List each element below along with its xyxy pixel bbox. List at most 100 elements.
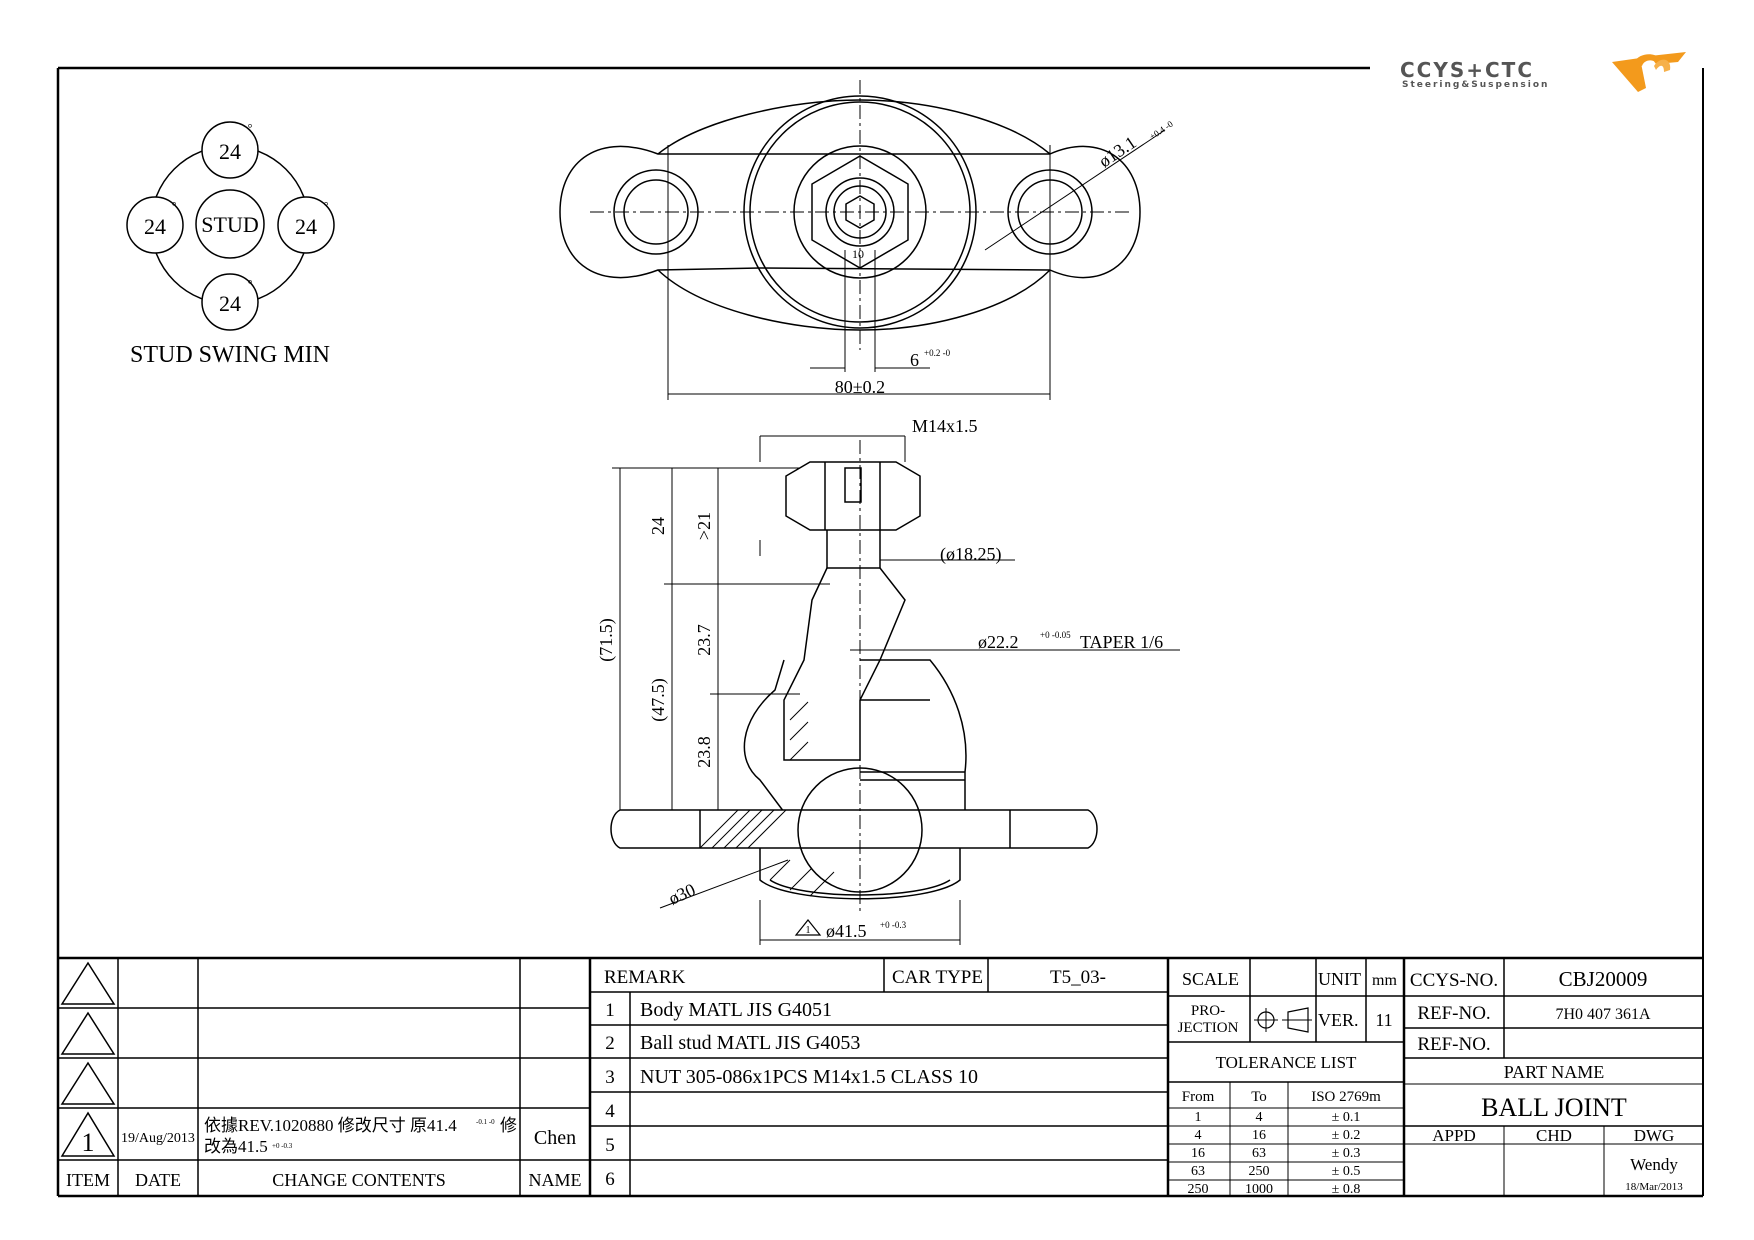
ccys-no-label: CCYS-NO.	[1410, 970, 1498, 991]
ver-value: 11	[1375, 1010, 1392, 1030]
company-logo: CCYS+CTC Steering&Suspension	[1400, 48, 1700, 100]
projection-label-line1: PRO-	[1191, 1003, 1225, 1019]
header-item: ITEM	[66, 1170, 110, 1190]
taper-tolerance: +0 -0.05	[1040, 630, 1071, 640]
hole-tolerance: +0.4 -0	[1148, 119, 1176, 142]
projection-label-line2: JECTION	[1178, 1020, 1239, 1036]
logo-mark-icon	[1612, 52, 1686, 92]
stud-swing-diagram	[126, 121, 335, 331]
boot-height: 23.8	[694, 736, 714, 768]
slot-tolerance: +0.2 -0	[924, 348, 951, 358]
stud-swing-labels: 24 24 STUD 24 24 ° ° ° ° STUD SWING MIN	[130, 121, 330, 368]
remark-text: Body MATL JIS G4051	[640, 999, 832, 1021]
remark-text: NUT 305-086x1PCS M14x1.5 CLASS 10	[640, 1066, 978, 1088]
side-view	[610, 435, 1180, 945]
remarks-table: REMARK CAR TYPE T5_03- 1 Body MATL JIS G…	[604, 967, 1106, 1190]
drawn-date: 18/Mar/2013	[1625, 1181, 1683, 1193]
housing-diameter: ø41.5	[826, 921, 867, 941]
remark-text: Ball stud MATL JIS G4053	[640, 1032, 860, 1054]
ref-no-value: 7H0 407 361A	[1555, 1006, 1651, 1023]
tol-from: 250	[1188, 1182, 1209, 1197]
tol-from: 4	[1195, 1128, 1202, 1143]
remark-header: REMARK	[604, 967, 686, 988]
stud-swing-caption: STUD SWING MIN	[130, 342, 330, 368]
header-date: DATE	[135, 1170, 181, 1190]
revision-triangle-number: 1	[806, 925, 811, 936]
stud-neck-diameter: (ø18.25)	[940, 544, 1002, 565]
header-change-contents: CHANGE CONTENTS	[272, 1170, 446, 1190]
hex-socket-size: 10	[852, 247, 864, 261]
swing-top-label: 24	[219, 139, 241, 164]
revision-table: 1 19/Aug/2013 依據REV.1020880 修改尺寸 原41.4 -…	[66, 1116, 582, 1190]
degree-symbol: °	[248, 277, 253, 291]
ver-label: VER.	[1318, 1010, 1359, 1030]
unit-label: UNIT	[1318, 969, 1361, 989]
housing-tolerance: +0 -0.3	[880, 920, 907, 930]
swing-center-label: STUD	[201, 212, 258, 237]
scale-label: SCALE	[1182, 969, 1239, 989]
drawn-by: Wendy	[1630, 1155, 1678, 1174]
tol-to: 63	[1252, 1146, 1266, 1161]
scale-block: SCALE UNIT mm PRO- JECTION VER. 11 TOLER…	[1178, 969, 1398, 1197]
appd-label: APPD	[1432, 1126, 1475, 1145]
car-type-value: T5_03-	[1050, 967, 1106, 988]
tolerance-header-to: To	[1251, 1089, 1267, 1105]
tol-from: 16	[1191, 1146, 1205, 1161]
tol-to: 250	[1249, 1164, 1270, 1179]
car-type-label: CAR TYPE	[892, 967, 983, 988]
revision-content-tolerance2: +0 -0.3	[272, 1142, 293, 1150]
title-block-right: CCYS-NO. CBJ20009 REF-NO. 7H0 407 361A R…	[1410, 967, 1683, 1193]
tol-value: ± 0.8	[1332, 1182, 1361, 1197]
ref-no2-label: REF-NO.	[1417, 1034, 1490, 1055]
tol-from: 1	[1195, 1110, 1202, 1125]
title-block-grid	[58, 956, 1703, 1196]
tol-to: 1000	[1245, 1182, 1273, 1197]
tol-value: ± 0.3	[1332, 1146, 1361, 1161]
degree-symbol: °	[172, 199, 177, 213]
revision-content-line2: 改為41.5	[204, 1137, 268, 1156]
logo-brand: CCYS+CTC	[1400, 58, 1534, 82]
dwg-label: DWG	[1634, 1126, 1675, 1145]
revision-content-line1b: 修	[500, 1116, 517, 1135]
remark-no: 6	[605, 1169, 615, 1190]
revision-content-tolerance1: -0.1 -0	[476, 1118, 495, 1126]
thread-length: >21	[694, 512, 714, 540]
tolerance-header-from: From	[1182, 1089, 1215, 1105]
degree-symbol: °	[248, 121, 253, 135]
part-name-value: BALL JOINT	[1481, 1093, 1627, 1122]
remark-no: 4	[605, 1101, 615, 1122]
ref-no-label: REF-NO.	[1417, 1003, 1490, 1024]
header-name: NAME	[529, 1170, 582, 1190]
part-name-label: PART NAME	[1504, 1062, 1604, 1082]
swing-left-label: 24	[144, 214, 166, 239]
remark-no: 5	[605, 1135, 615, 1156]
top-view	[559, 80, 1166, 400]
thread-dimension: M14x1.5	[912, 416, 978, 436]
width-dimension: 80±0.2	[835, 377, 885, 397]
tol-value: ± 0.1	[1332, 1110, 1361, 1125]
tolerance-title: TOLERANCE LIST	[1216, 1053, 1357, 1072]
remark-no: 2	[605, 1033, 615, 1054]
revision-name: Chen	[534, 1127, 576, 1149]
remark-no: 3	[605, 1067, 615, 1088]
slot-dimension: 6	[910, 350, 919, 370]
taper-diameter: ø22.2	[978, 632, 1019, 652]
remark-no: 1	[605, 1000, 615, 1021]
overall-height: (71.5)	[596, 618, 617, 662]
swing-bottom-label: 24	[219, 291, 241, 316]
chd-label: CHD	[1536, 1126, 1572, 1145]
unit-value: mm	[1372, 972, 1397, 989]
tol-to: 16	[1252, 1128, 1266, 1143]
swing-right-label: 24	[295, 214, 317, 239]
taper-height: 23.7	[694, 624, 714, 656]
body-height: (47.5)	[648, 678, 669, 722]
revision-date: 19/Aug/2013	[121, 1131, 195, 1146]
tol-value: ± 0.5	[1332, 1164, 1361, 1179]
ccys-no-value: CBJ20009	[1559, 967, 1648, 991]
logo-tagline: Steering&Suspension	[1402, 80, 1550, 90]
tol-from: 63	[1191, 1164, 1205, 1179]
tol-value: ± 0.2	[1332, 1128, 1361, 1143]
taper-ratio: TAPER 1/6	[1080, 632, 1163, 652]
degree-symbol: °	[324, 199, 329, 213]
